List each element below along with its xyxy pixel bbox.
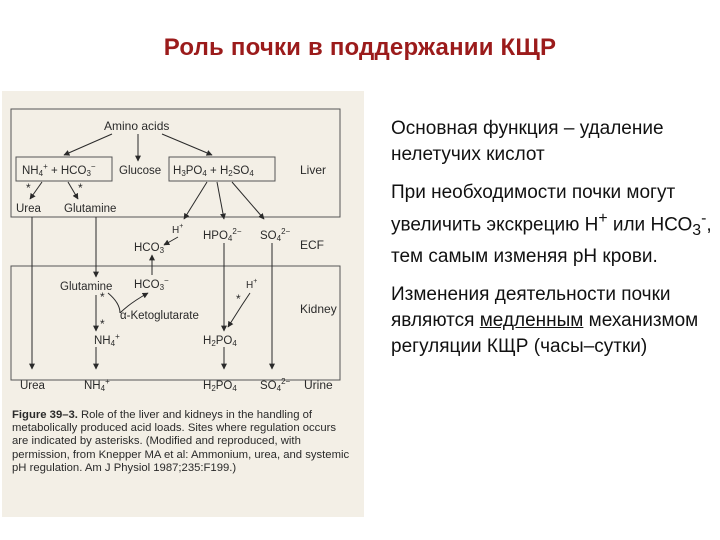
arrow-to-urea	[29, 181, 43, 200]
arrow-acids-h	[183, 181, 208, 220]
ketoglutarate-label: α-Ketoglutarate	[120, 310, 199, 322]
arrow-h-to-h2po4	[227, 292, 251, 328]
kidney-label: Kidney	[300, 302, 337, 316]
caption-text: Role of the liver and kidneys in the han…	[12, 409, 350, 474]
urea-liver-label: Urea	[16, 203, 42, 215]
arrow-acids-so4	[231, 181, 265, 220]
kidney-box	[10, 265, 341, 381]
arrow-to-glutamine	[67, 181, 79, 200]
figure-panel: Amino acids NH4+ + HCO3− Glucose H3PO4 +…	[2, 91, 364, 517]
slide-title: Роль почки в поддержании КЩР	[163, 34, 557, 61]
so4-urine-label: SO42−	[260, 377, 291, 393]
liver-box	[10, 108, 341, 218]
figure-caption: Figure 39–3.Role of the liver and kidney…	[12, 409, 355, 475]
h-plus-ecf-label: H+	[172, 223, 183, 236]
hco3-ecf-label: HCO3−	[134, 239, 169, 255]
h-plus-kidney-label: H+	[246, 278, 257, 291]
arrow-acids-hpo4	[216, 181, 226, 220]
h2po4-kidney-label: H2PO4	[203, 335, 237, 348]
paragraph-main-function: Основная функция – удаление нелетучих ки…	[391, 118, 664, 165]
caption-label: Figure 39–3.	[12, 409, 78, 421]
hpo4-ecf-label: HPO42−	[203, 227, 242, 243]
arrow-glut-keto	[107, 292, 121, 314]
ecf-label: ECF	[300, 238, 324, 252]
hco3-kidney-label: HCO3−	[134, 276, 169, 292]
nh4-hco3-box	[15, 156, 113, 182]
right-text-block: Основная функция – удаление нелетучих ки…	[391, 116, 717, 372]
arrow-aa-acids	[161, 133, 213, 156]
arrow-keto-hco3	[119, 292, 149, 314]
liver-label: Liver	[300, 163, 326, 177]
acid-base-diagram: Amino acids NH4+ + HCO3− Glucose H3PO4 +…	[10, 108, 341, 393]
acids-box	[168, 156, 276, 182]
asterisk-h: *	[236, 292, 241, 306]
so4-ecf-label: SO42−	[260, 227, 291, 243]
nh4-label: NH4+ + HCO3−	[22, 162, 96, 178]
asterisk-glut: *	[100, 290, 105, 304]
glutamine-kidney-label: Glutamine	[60, 281, 112, 293]
acids-label: H3PO4 + H2SO4	[173, 165, 254, 178]
paragraph-slow-mechanism: Изменения деятельности почки являются ме…	[391, 284, 699, 358]
urea-urine-label: Urea	[20, 380, 46, 392]
asterisk-nh4: *	[100, 317, 105, 331]
urine-label: Urine	[304, 378, 333, 392]
asterisk-glutamine: *	[78, 181, 83, 195]
nh4-kidney-label: NH4+	[94, 332, 120, 348]
amino-acids-label: Amino acids	[104, 119, 169, 133]
h2po4-urine-label: H2PO4	[203, 380, 237, 393]
arrow-h-to-hco3	[163, 236, 179, 246]
nh4-urine-label: NH4+	[84, 377, 110, 393]
paragraph-excretion: При необходимости почки могут увеличить …	[391, 182, 712, 268]
asterisk-urea: *	[26, 181, 31, 195]
arrow-aa-nh4	[63, 133, 113, 156]
glutamine-liver-label: Glutamine	[64, 203, 116, 215]
glucose-label: Glucose	[119, 165, 161, 177]
